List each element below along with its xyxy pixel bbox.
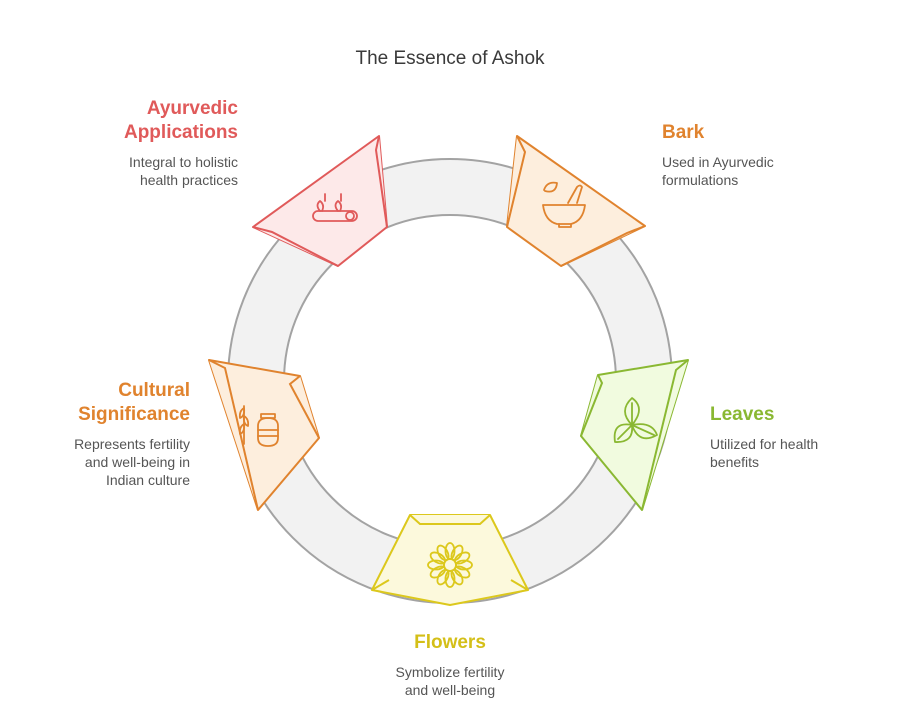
ayurvedic-title: Ayurvedic Applications — [123, 98, 238, 143]
segment-bark — [506, 135, 646, 267]
bark-desc: Used in Ayurvedic formulations — [662, 154, 774, 188]
segment-cultural — [208, 359, 320, 511]
bark-title: Bark — [662, 122, 705, 143]
leaves-desc: Utilized for health benefits — [710, 436, 819, 470]
flower-icon — [427, 542, 473, 588]
wheat-jar-icon — [238, 405, 279, 447]
mortar-pestle-icon — [542, 181, 586, 228]
label-ayurvedic: Ayurvedic Applications Integral to holis… — [60, 97, 238, 189]
label-cultural: Cultural Significance Represents fertili… — [20, 379, 190, 489]
label-leaves: Leaves Utilized for health benefits — [710, 403, 890, 471]
massage-stones-icon — [312, 193, 358, 222]
label-flowers: Flowers Symbolize fertility and well-bei… — [330, 631, 570, 699]
leaves-icon — [613, 397, 658, 443]
flowers-desc: Symbolize fertility and well-being — [395, 664, 505, 698]
flowers-title: Flowers — [414, 632, 486, 653]
segment-flowers — [371, 514, 529, 606]
segment-leaves — [580, 359, 689, 511]
cultural-title: Cultural Significance — [78, 380, 190, 425]
page-title: The Essence of Ashok — [355, 48, 545, 69]
label-bark: Bark Used in Ayurvedic formulations — [662, 121, 862, 189]
cultural-desc: Represents fertility and well-being in I… — [74, 436, 190, 488]
ayurvedic-desc: Integral to holistic health practices — [129, 154, 238, 188]
leaves-title: Leaves — [710, 404, 775, 425]
segment-ayurvedic — [252, 135, 388, 267]
